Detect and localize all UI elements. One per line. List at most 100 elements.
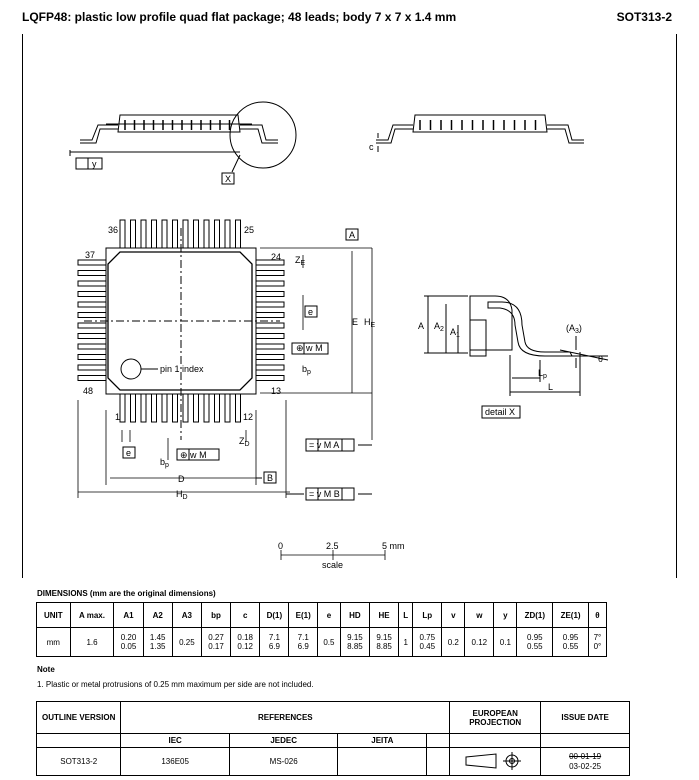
- ref-y-label: y: [92, 159, 97, 169]
- pin-right-7: [255, 333, 285, 339]
- pin-left-3: [77, 291, 107, 297]
- pin-12-label: 12: [243, 412, 253, 422]
- dim-header-19: θ: [587, 602, 608, 628]
- pin-left-11: [77, 375, 107, 381]
- dim-value-w: 0.12: [464, 627, 495, 657]
- pin-top-9: [214, 219, 220, 249]
- pin-left-2: [77, 280, 107, 287]
- scale-0: 0: [278, 541, 283, 551]
- package-code: SOT313-2: [616, 10, 672, 24]
- pin-bottom-6: [182, 393, 189, 423]
- pin-bottom-11: [235, 393, 241, 423]
- svg-text:= v M B: = v M B: [309, 489, 340, 499]
- dim-header-9: e: [316, 602, 341, 628]
- pin-13-label: 13: [271, 386, 281, 396]
- dim-value-v: 0.2: [441, 627, 466, 657]
- iec-header: IEC: [120, 733, 230, 748]
- pin-right-5: [255, 312, 285, 318]
- references-header: REFERENCES: [120, 701, 451, 734]
- dim-theta-label: θ: [598, 354, 603, 364]
- side-view-right: [376, 114, 584, 152]
- iec-value: 136E05: [120, 747, 230, 776]
- dim-e-label: E: [352, 317, 358, 327]
- reference-boxes: [75, 157, 521, 501]
- pin-bottom-3: [151, 393, 157, 423]
- issue-date-header: ISSUE DATE: [540, 701, 630, 734]
- side-view-left: [69, 101, 297, 173]
- pin-right-9: [255, 354, 285, 360]
- svg-text:A1: A1: [450, 327, 460, 339]
- outline-version-header: OUTLINE VERSION: [35, 701, 122, 734]
- dim-header-1: A max.: [69, 602, 115, 628]
- svg-text:= v M A: = v M A: [309, 440, 339, 450]
- svg-text:(A3): (A3): [566, 323, 582, 335]
- dim-value-theta: 7°0°: [587, 627, 608, 657]
- dim-header-7: D(1): [259, 602, 290, 628]
- pin-top-4: [161, 219, 168, 249]
- pin-left-4: [77, 301, 107, 308]
- jedec-header: JEDEC: [228, 733, 339, 748]
- ref-b-label: B: [267, 473, 273, 483]
- pin-right-2: [255, 280, 285, 287]
- pin-top-10: [224, 219, 231, 249]
- pin-bottom-1: [130, 393, 136, 423]
- dim-header-2: A1: [113, 602, 144, 628]
- pin-bottom-4: [161, 393, 168, 423]
- ref-e-bottom-label: e: [126, 448, 131, 458]
- pin-left-8: [77, 343, 107, 350]
- note-text: 1. Plastic or metal protrusions of 0.25 …: [37, 680, 314, 689]
- dim-value-e: 0.5: [316, 627, 341, 657]
- pin-48-label: 48: [83, 386, 93, 396]
- dim-d-label: D: [178, 474, 185, 484]
- svg-text:Lp: Lp: [538, 368, 547, 380]
- dim-value-unit: mm: [36, 627, 71, 657]
- dim-ze-label: ZE: [295, 255, 306, 267]
- pin-36-label: 36: [108, 225, 118, 235]
- ref-x-label: X: [225, 174, 231, 184]
- scale-2-5: 2.5: [326, 541, 339, 551]
- pin-left-10: [77, 364, 107, 371]
- pin-left-7: [77, 333, 107, 339]
- pin-top-5: [172, 219, 178, 249]
- pin-right-11: [255, 375, 285, 381]
- issue-date-new: 03-02-25: [569, 761, 602, 771]
- pin-top-1: [130, 219, 136, 249]
- pin-bottom-5: [172, 393, 178, 423]
- detail-x-label: detail X: [485, 407, 515, 417]
- projection-icon: [465, 751, 522, 770]
- pin-left-0: [77, 259, 107, 266]
- dim-bp-bottom-label: bp: [160, 457, 169, 469]
- dim-header-3: A2: [142, 602, 173, 628]
- pin-1-label: 1: [115, 412, 120, 422]
- pin-right-8: [255, 343, 285, 350]
- pin-bottom-0: [119, 393, 126, 423]
- dim-a-label: A: [418, 321, 424, 331]
- dim-value-y: 0.1: [493, 627, 518, 657]
- dim-value-A: 1.6: [69, 627, 115, 657]
- dim-hd-label: HD: [176, 489, 188, 501]
- pin-top-6: [182, 219, 189, 249]
- scale-label: scale: [322, 560, 343, 570]
- pin-top-7: [193, 219, 199, 249]
- dimension-lines: [77, 247, 373, 498]
- dim-header-10: HD: [339, 602, 371, 628]
- dim-he-label: HE: [364, 317, 376, 329]
- dim-header-13: Lp: [412, 602, 443, 628]
- pin-top-3: [151, 219, 157, 249]
- pin-top-0: [119, 219, 126, 249]
- pin-right-6: [255, 322, 285, 329]
- dim-header-18: ZE(1): [552, 602, 589, 628]
- pin-top-2: [140, 219, 147, 249]
- ref-c-label: c: [369, 142, 374, 152]
- pin-left-6: [77, 322, 107, 329]
- jeita-value: [337, 747, 428, 776]
- svg-text:A2: A2: [434, 321, 444, 333]
- dim-header-15: w: [464, 602, 495, 628]
- dim-header-12: L: [398, 602, 414, 628]
